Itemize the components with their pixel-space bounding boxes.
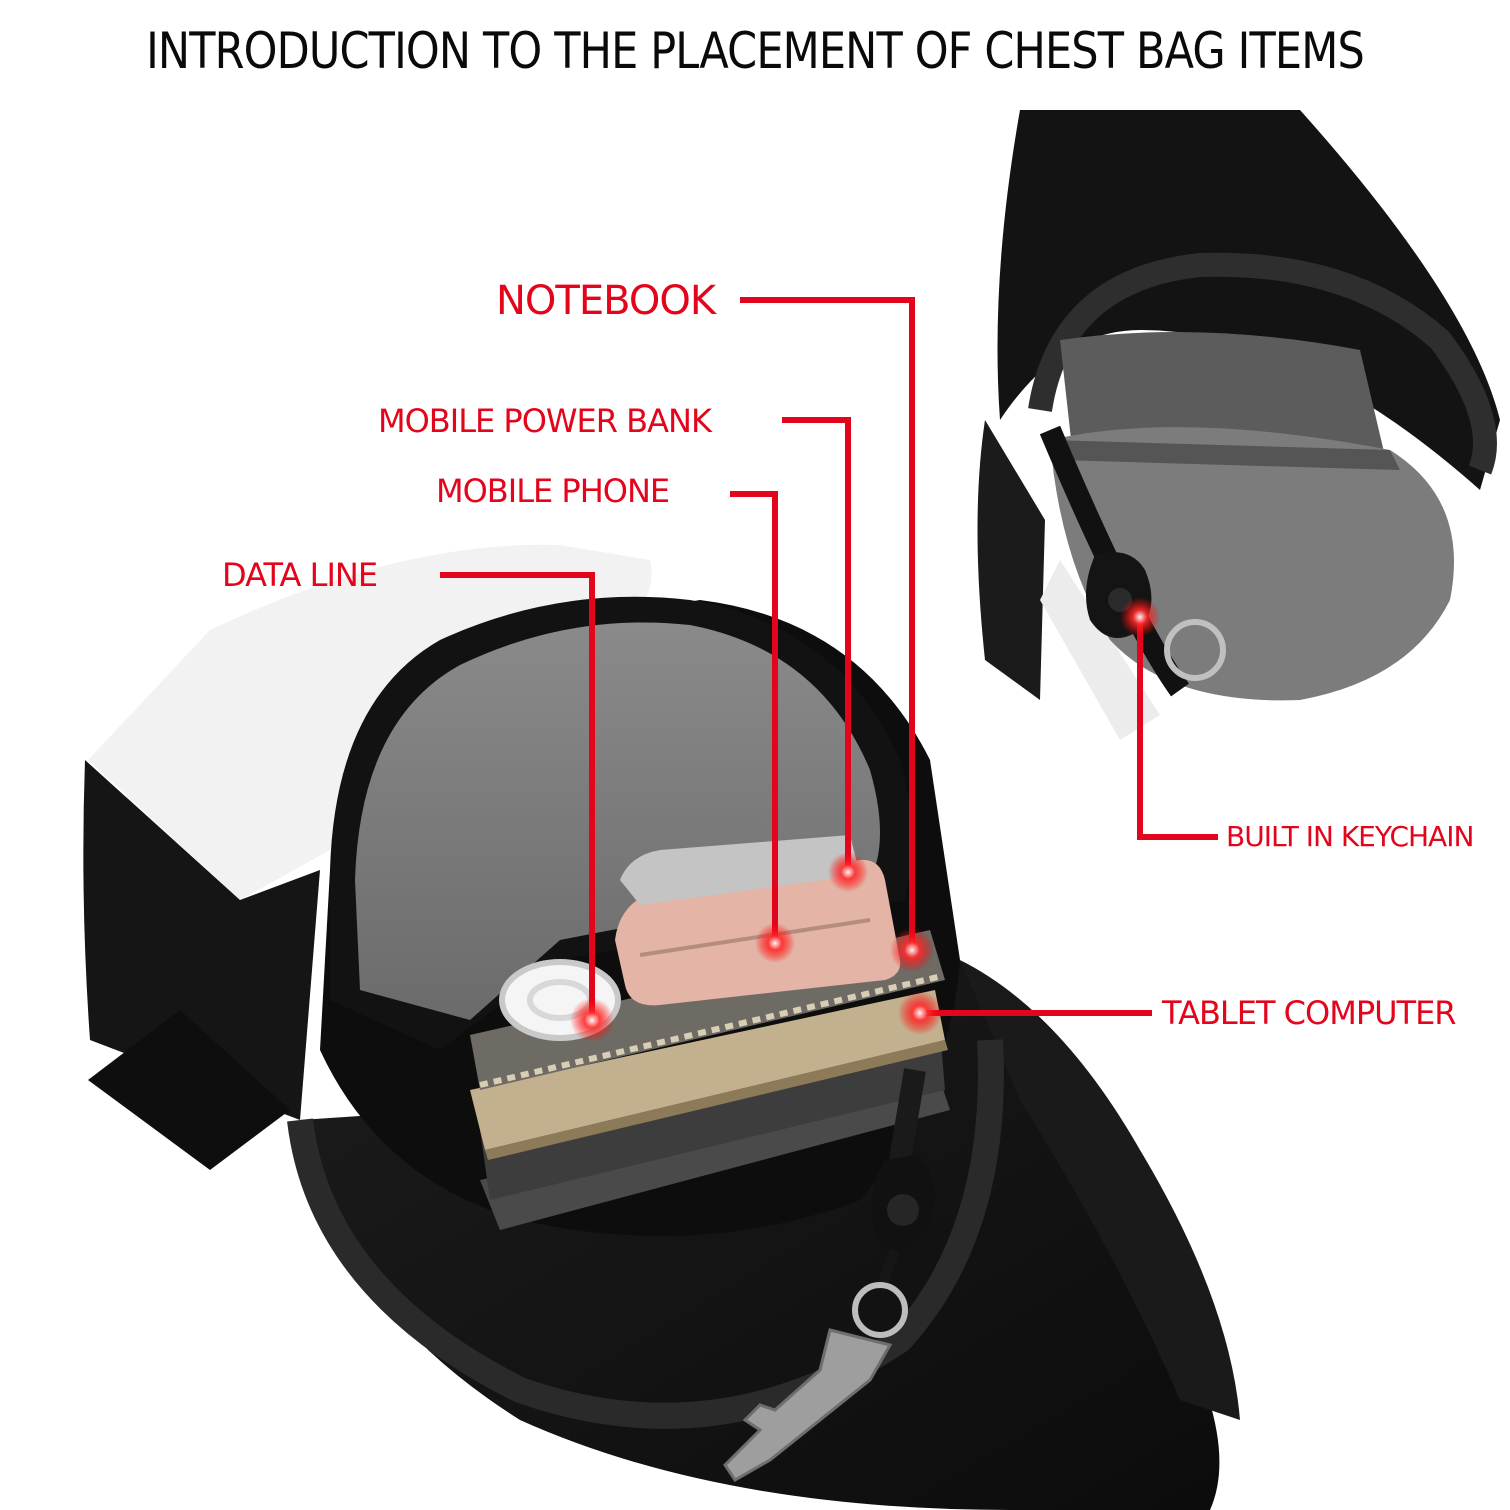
inset-key-ring bbox=[1164, 619, 1226, 681]
label-phone: MOBILE PHONE bbox=[436, 472, 670, 510]
key-ring bbox=[852, 1282, 908, 1338]
label-data-line: DATA LINE bbox=[222, 556, 378, 594]
key bbox=[723, 1328, 893, 1482]
label-notebook: NOTEBOOK bbox=[496, 278, 716, 324]
inset-white-panel bbox=[1040, 560, 1160, 740]
zipper-rim bbox=[287, 1039, 1004, 1429]
bag-right-edge bbox=[960, 960, 1240, 1420]
notebook-leader bbox=[740, 297, 915, 950]
tablet-body bbox=[470, 990, 945, 1150]
label-tablet: TABLET COMPUTER bbox=[1162, 994, 1457, 1032]
tablet-edge bbox=[485, 1040, 948, 1160]
inset-lining-shadow bbox=[1050, 440, 1400, 470]
label-power-bank: MOBILE POWER BANK bbox=[378, 402, 712, 440]
inset-opening-rim bbox=[1028, 252, 1497, 475]
power-bank-leader bbox=[782, 417, 851, 872]
keychain-leader bbox=[1137, 617, 1218, 840]
notebook-bottom bbox=[480, 1080, 950, 1230]
callout-glows bbox=[570, 597, 1160, 1042]
callout-lines bbox=[440, 297, 1218, 1020]
label-keychain: BUILT IN KEYCHAIN bbox=[1226, 820, 1474, 853]
mobile-phone-screen bbox=[639, 918, 871, 957]
data-line-leader bbox=[440, 572, 595, 1020]
inset-bag-side bbox=[977, 420, 1045, 700]
phone-leader bbox=[730, 491, 778, 943]
inset-bag bbox=[977, 110, 1500, 740]
bag-left-side bbox=[83, 760, 320, 1120]
power-bank bbox=[620, 835, 860, 905]
page-title: INTRODUCTION TO THE PLACEMENT OF CHEST B… bbox=[146, 22, 1365, 80]
zipper-pull bbox=[723, 1068, 935, 1482]
main-bag bbox=[83, 544, 1240, 1510]
inset-bag-top bbox=[997, 110, 1500, 490]
lid-lining-inner bbox=[355, 622, 880, 1020]
notebook-stitch bbox=[479, 973, 943, 1088]
bag-strap-left bbox=[88, 1010, 290, 1170]
